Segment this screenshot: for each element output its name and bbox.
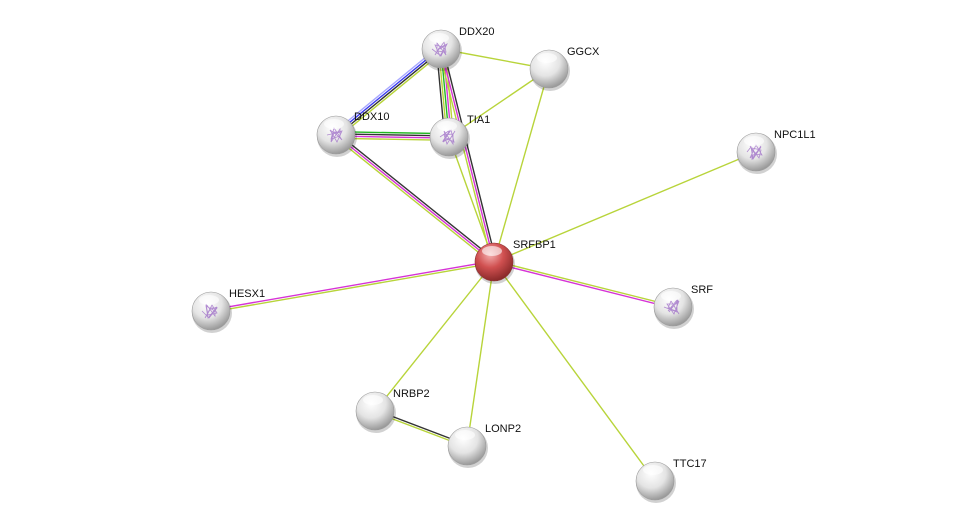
edge-srf-srfbp1[interactable]	[493, 260, 674, 309]
edge-ggcx-tia1[interactable]	[448, 68, 550, 138]
evidence-line-textmining	[493, 151, 757, 263]
edge-nrbp2-srfbp1[interactable]	[374, 261, 495, 412]
node-highlight	[661, 291, 681, 301]
node-highlight	[643, 465, 663, 475]
node-label: DDX20	[459, 26, 494, 38]
edge-npc1l1-srfbp1[interactable]	[493, 151, 757, 263]
node-lonp2[interactable]: LONP2	[447, 423, 521, 468]
edge-ttc17-srfbp1[interactable]	[493, 261, 656, 482]
node-label: HESX1	[229, 288, 265, 300]
edge-lonp2-srfbp1[interactable]	[466, 261, 495, 447]
edge-ddx20-ddx10[interactable]	[333, 45, 444, 139]
evidence-line-coexpression	[336, 132, 496, 261]
node-srfbp1[interactable]: SRFBP1	[474, 239, 556, 284]
node-highlight	[363, 395, 383, 405]
edge-hesx1-srfbp1[interactable]	[210, 260, 495, 313]
protein-structure-icon	[439, 129, 456, 146]
evidence-line-textmining	[466, 261, 495, 447]
evidence-line-homology	[334, 47, 441, 135]
evidence-line-textmining	[493, 261, 656, 482]
node-label: NRBP2	[393, 388, 430, 400]
node-highlight	[455, 430, 475, 440]
node-highlight	[199, 295, 219, 305]
evidence-line-textmining	[493, 68, 550, 263]
node-npc1l1[interactable]: NPC1L1	[736, 129, 816, 174]
node-label: DDX10	[354, 111, 389, 123]
evidence-line-experiments	[210, 260, 494, 311]
node-label: TIA1	[467, 114, 490, 126]
node-highlight	[437, 121, 457, 131]
node-tia1[interactable]: TIA1	[429, 114, 490, 159]
evidence-line-experiments	[335, 134, 495, 263]
node-label: TTC17	[673, 458, 707, 470]
node-label: SRFBP1	[513, 239, 556, 251]
node-hesx1[interactable]: HESX1	[191, 288, 265, 333]
node-label: LONP2	[485, 423, 521, 435]
evidence-line-textmining	[448, 68, 550, 138]
evidence-line-experiments	[493, 262, 673, 309]
node-label: GGCX	[567, 46, 600, 58]
node-ggcx[interactable]: GGCX	[529, 46, 600, 91]
node-highlight	[537, 53, 557, 63]
evidence-line-textmining	[337, 51, 444, 139]
node-ddx20[interactable]: DDX20	[421, 26, 494, 71]
edge-tia1-srfbp1[interactable]	[448, 136, 495, 263]
edge-ddx10-srfbp1[interactable]	[334, 132, 496, 265]
node-ddx10[interactable]: DDX10	[316, 111, 389, 157]
evidence-line-textmining	[448, 136, 495, 263]
edge-ddx20-srfbp1[interactable]	[438, 48, 497, 263]
evidence-line-textmining	[211, 262, 495, 313]
evidence-line-homology-light	[333, 45, 440, 133]
node-highlight	[482, 246, 502, 256]
protein-structure-icon	[431, 40, 448, 57]
evidence-line-textmining	[438, 49, 493, 263]
evidence-line-textmining	[494, 260, 674, 307]
protein-structure-icon	[663, 298, 680, 315]
node-label: NPC1L1	[774, 129, 816, 141]
node-ttc17[interactable]: TTC17	[635, 458, 707, 503]
node-highlight	[429, 33, 449, 43]
node-label: SRF	[691, 284, 713, 296]
evidence-line-experiments	[440, 48, 495, 263]
protein-structure-icon	[746, 144, 763, 161]
node-nrbp2[interactable]: NRBP2	[355, 388, 430, 433]
evidence-line-textmining	[374, 261, 495, 412]
edge-ggcx-srfbp1[interactable]	[493, 68, 550, 263]
evidence-line-coexpression	[336, 49, 443, 137]
node-srf[interactable]: SRF	[653, 284, 713, 329]
protein-structure-icon	[201, 303, 218, 319]
evidence-line-coexpression	[442, 48, 497, 262]
evidence-line-textmining	[334, 136, 494, 265]
node-highlight	[744, 136, 764, 146]
node-highlight	[324, 119, 344, 129]
